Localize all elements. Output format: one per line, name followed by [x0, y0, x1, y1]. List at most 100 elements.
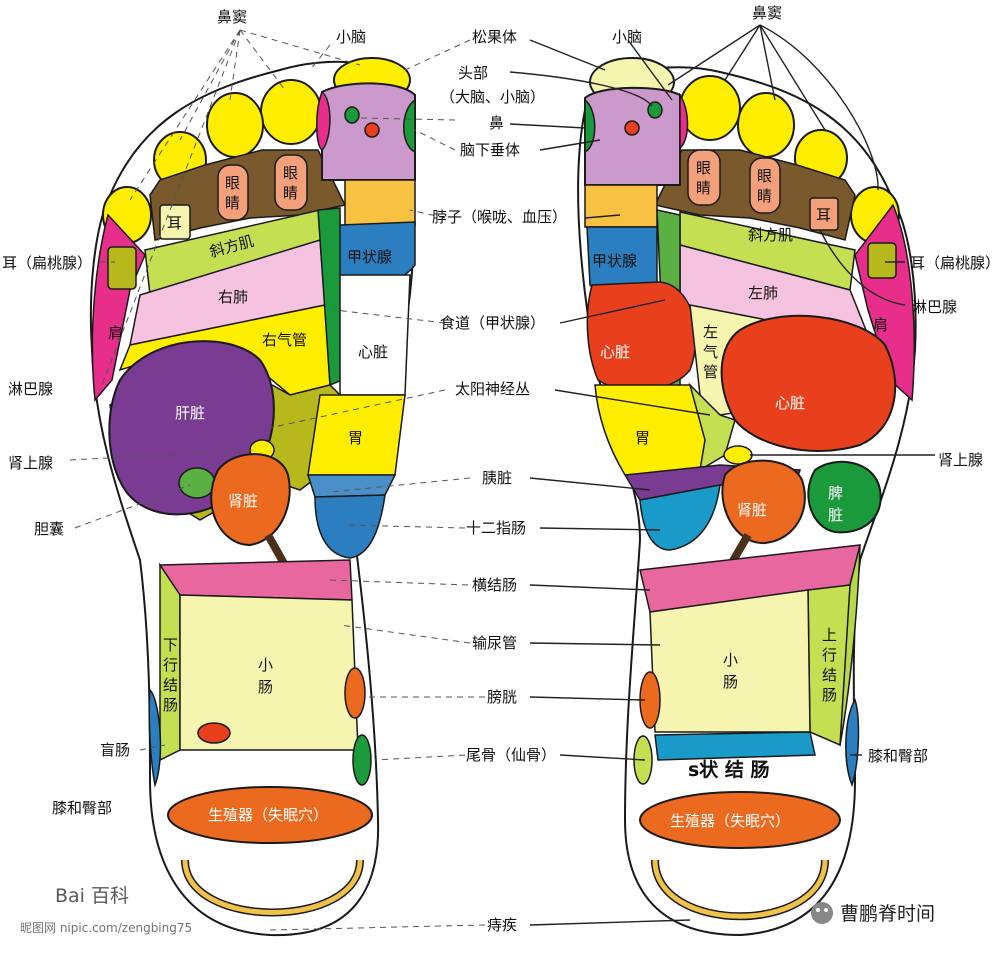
right-trachea-2: 气 [703, 343, 718, 361]
right-asc-colon-2: 行 [822, 646, 837, 664]
label-dannang: 胆囊 [34, 520, 64, 538]
right-spleen-1: 脾 [828, 484, 843, 502]
right-eye-zone-2 [749, 157, 781, 214]
label-xihebi-right: 膝和臀部 [868, 747, 928, 765]
left-gallbladder-zone [178, 467, 216, 499]
right-spleen-zone [807, 460, 882, 534]
left-eye-label-2a: 眼 [283, 164, 298, 182]
label-naoxiachuiti: 脑下垂体 [460, 141, 520, 159]
right-knee-zone [845, 698, 860, 788]
label-shierzhichang: 十二指肠 [466, 519, 526, 537]
right-head-zone [584, 86, 681, 186]
right-sigmoid-label: s状 结 肠 [688, 758, 770, 781]
left-coccyx [352, 734, 372, 786]
left-lung-label: 右肺 [218, 288, 248, 306]
label-er-right: 耳（扁桃腺） [910, 254, 1000, 272]
left-eye-label-1b: 睛 [225, 194, 240, 212]
label-er-left: 耳（扁桃腺） [2, 254, 92, 272]
left-heart-label: 心脏 [358, 343, 388, 361]
right-sigmoid-colon [654, 731, 816, 761]
right-reproductive-zone [639, 791, 841, 849]
right-lung-label: 左肺 [748, 284, 778, 302]
left-duodenum-zone [314, 494, 386, 559]
label-mangchang: 盲肠 [100, 741, 130, 759]
right-pineal-zone [679, 92, 689, 150]
watermark-nipic: 昵图网 nipic.com/zengbing75 [20, 921, 192, 935]
label-shenshangxian-right: 肾上腺 [938, 451, 983, 469]
left-desc-colon-2: 行 [163, 656, 178, 674]
right-trachea-3: 管 [703, 363, 718, 381]
left-ear-label: 耳 [167, 214, 182, 232]
label-xiaonao-left: 小脑 [336, 28, 366, 46]
left-eye-zone-1 [217, 164, 249, 221]
right-thyroid-label: 甲状腺 [592, 252, 637, 270]
left-ear-zone [159, 204, 191, 240]
left-eye-label-1a: 眼 [225, 174, 240, 192]
left-shoulder-label: 肩 [108, 324, 123, 342]
left-brain-zone [364, 122, 380, 138]
right-stomach-label: 胃 [635, 429, 650, 447]
right-ear-tonsil-zone [867, 242, 897, 279]
left-neck-zone [344, 179, 416, 226]
left-toe-3 [206, 92, 264, 158]
left-nose-zone [344, 106, 360, 124]
left-liver-label: 肝脏 [175, 404, 205, 422]
right-pituitary-zone [584, 98, 596, 154]
right-eye-label-2a: 眼 [757, 167, 772, 185]
right-duodenum-zone [639, 484, 721, 551]
labels: 鼻窦 鼻窦 小脑 小脑 松果体 头部 （大脑、小脑） 鼻 脑下垂体 脖子（喉咙、… [2, 4, 1000, 934]
label-songguoti: 松果体 [472, 28, 517, 46]
label-bozi: 脖子（喉咙、血压） [432, 208, 567, 226]
left-kidney-label: 肾脏 [228, 492, 258, 510]
label-bidou-right: 鼻窦 [752, 4, 782, 22]
left-desc-colon-3: 结 [163, 676, 178, 694]
left-pituitary-zone [403, 98, 416, 154]
right-heart-small-label: 心脏 [600, 343, 630, 361]
right-asc-colon-4: 肠 [822, 686, 837, 704]
right-ear-label: 耳 [816, 206, 831, 224]
right-shoulder-label: 肩 [873, 316, 888, 334]
label-linbaxian-left: 淋巴腺 [8, 380, 53, 398]
label-bi: 鼻 [489, 114, 504, 132]
label-xihebi-left: 膝和臀部 [52, 799, 112, 817]
watermark-baidu: Bai 百科 [55, 885, 129, 907]
right-neck-zone [584, 184, 658, 228]
right-kidney-zone [721, 459, 806, 545]
left-reproductive-label: 生殖器（失眠穴） [208, 806, 328, 824]
label-pangguang: 膀胱 [487, 688, 517, 706]
right-eye-label-1b: 睛 [696, 179, 711, 197]
label-weigu: 尾骨（仙骨） [466, 746, 556, 764]
label-toubu-sub: （大脑、小脑） [440, 88, 545, 106]
right-toe-2 [679, 75, 741, 141]
right-asc-colon-3: 结 [822, 666, 837, 684]
label-taiyang: 太阳神经丛 [455, 380, 530, 398]
callout-lines [69, 24, 935, 931]
left-eye-zone-2 [274, 154, 308, 211]
right-eye-zone-1 [687, 149, 721, 206]
right-kidney-label: 肾脏 [737, 501, 767, 519]
left-small-intestine-1: 小 [258, 656, 273, 674]
right-small-intestine-1: 小 [723, 651, 738, 669]
left-thyroid-label: 甲状腺 [347, 248, 392, 266]
left-small-intestine-2: 肠 [258, 678, 273, 696]
label-zhiji: 痔疾 [487, 916, 517, 934]
label-shuniaoguan: 输尿管 [472, 634, 517, 652]
left-pancreas-zone [306, 474, 397, 498]
left-desc-colon-4: 肠 [163, 696, 178, 714]
wechat-icon [811, 902, 833, 924]
left-reproductive-zone [167, 786, 373, 844]
left-pineal-zone [316, 90, 331, 151]
right-asc-colon-1: 上 [822, 626, 837, 644]
left-trachea-label: 右气管 [262, 331, 307, 349]
right-spleen-2: 脏 [828, 506, 843, 524]
left-transverse-colon [158, 559, 353, 601]
left-cecum [197, 722, 231, 744]
right-eye-label-2b: 睛 [757, 187, 772, 205]
label-shidao: 食道（甲状腺） [440, 314, 545, 332]
left-stomach-label: 胃 [348, 429, 363, 447]
right-heel-arc-inner [652, 859, 828, 919]
left-eye-label-2b: 睛 [283, 184, 298, 202]
right-heart-small [586, 281, 697, 391]
watermark-wechat: 曹鹏脊时间 [840, 903, 935, 925]
